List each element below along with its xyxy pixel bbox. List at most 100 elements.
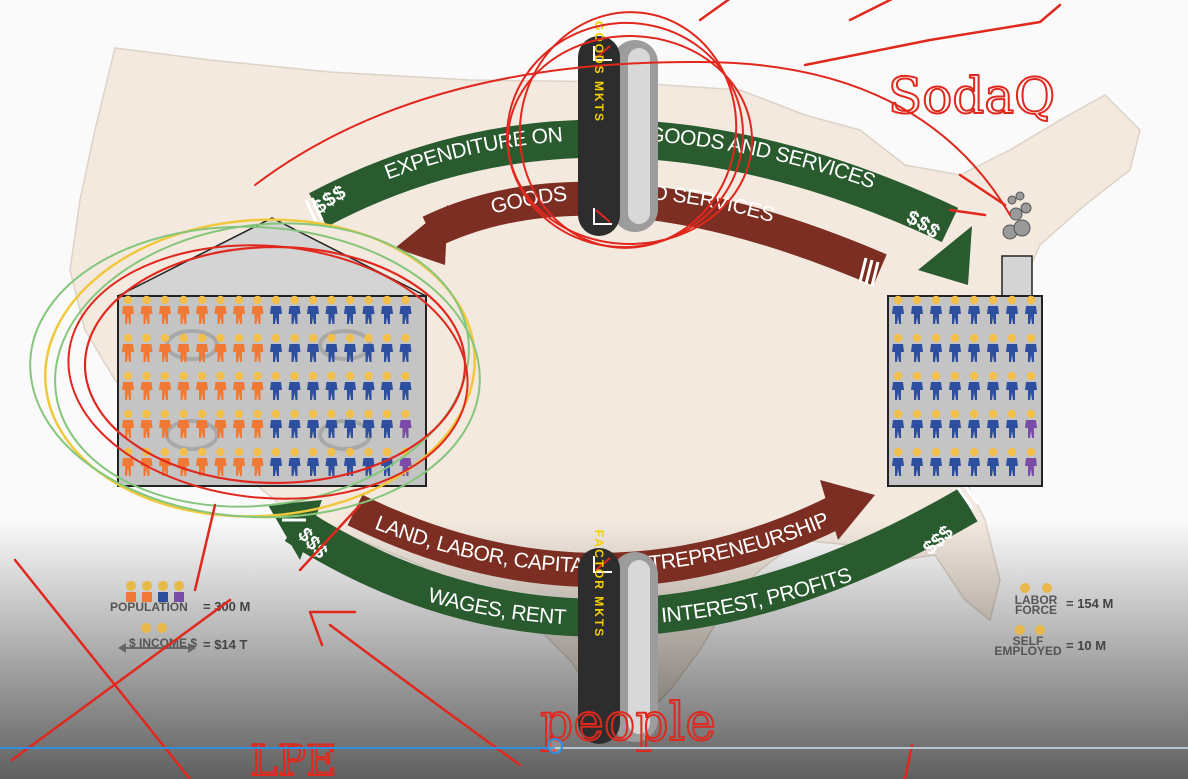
household-person — [140, 371, 153, 400]
household-person — [325, 333, 338, 362]
factors-arrowhead — [820, 480, 875, 540]
firm-worker — [1025, 371, 1037, 400]
household-person — [362, 409, 375, 438]
ink-circle-goods — [506, 11, 753, 249]
household-person — [122, 371, 134, 400]
firm-worker — [930, 447, 942, 476]
household-person — [307, 447, 319, 476]
household-person — [196, 295, 208, 324]
firm-worker — [892, 371, 904, 400]
household-person — [159, 295, 171, 324]
household-person — [325, 447, 338, 476]
firm-worker — [987, 447, 999, 476]
household-person — [288, 371, 301, 400]
firm-worker — [949, 295, 961, 324]
household-person — [122, 409, 134, 438]
firm-worker — [968, 447, 980, 476]
firm-worker — [892, 447, 904, 476]
firm-worker — [892, 333, 904, 362]
firm-worker — [911, 409, 923, 438]
scrubber-progress — [0, 747, 555, 749]
household-person — [251, 371, 264, 400]
household-person — [399, 333, 412, 362]
household-person — [307, 409, 319, 438]
income-label: $ INCOME $ — [129, 636, 197, 650]
population-label: POPULATION — [110, 600, 188, 614]
firm-worker — [911, 295, 923, 324]
household-person — [177, 371, 190, 400]
firm-worker — [911, 333, 923, 362]
household-person — [381, 333, 393, 362]
stats-right: LABOR FORCE = 154 M SELF EMPLOYED = 10 M — [994, 583, 1113, 658]
household-person — [325, 371, 338, 400]
ink-circle-households — [29, 218, 481, 519]
self-employed-label-1: SELF — [1013, 634, 1044, 648]
firm-worker — [892, 295, 904, 324]
household-person — [233, 333, 245, 362]
household-person — [325, 295, 338, 324]
household-person — [233, 447, 245, 476]
household-person — [214, 371, 227, 400]
firm-worker — [987, 371, 999, 400]
household-person — [270, 371, 282, 400]
household-person — [251, 409, 264, 438]
firm-worker — [930, 333, 942, 362]
firm-worker — [1006, 333, 1018, 362]
household-person — [177, 333, 190, 362]
ink-sodaq: SodaQ — [888, 67, 1055, 125]
ink-triangle-scribble — [698, 0, 1062, 217]
household-person — [196, 409, 208, 438]
self-employed-icon — [1015, 625, 1045, 635]
firm-worker — [911, 447, 923, 476]
household-person — [251, 295, 264, 324]
household-person — [140, 409, 153, 438]
firm-worker — [968, 295, 980, 324]
firm-worker — [987, 409, 999, 438]
ink-people: people — [540, 693, 716, 753]
household-person — [399, 371, 412, 400]
firms-factory — [887, 191, 1043, 487]
labor-force-value: = 154 M — [1066, 596, 1113, 611]
firm-worker — [911, 371, 923, 400]
household-person — [214, 447, 227, 476]
firm-worker — [1025, 409, 1037, 438]
household-person — [381, 295, 393, 324]
labor-force-label-2: FORCE — [1015, 603, 1057, 617]
factor-mkts-label: FACTOR MKTS — [592, 530, 606, 638]
household-person — [159, 371, 171, 400]
self-employed-value: = 10 M — [1066, 638, 1106, 653]
firm-worker — [968, 371, 980, 400]
firm-worker — [930, 409, 942, 438]
household-person — [362, 371, 375, 400]
labor-force-icon — [1020, 583, 1052, 593]
household-person — [362, 333, 375, 362]
firm-worker — [892, 409, 904, 438]
firm-worker — [1006, 409, 1018, 438]
household-person — [381, 409, 393, 438]
household-person — [399, 409, 412, 438]
firm-worker — [968, 409, 980, 438]
scrubber-handle[interactable] — [546, 738, 563, 754]
household-person — [233, 371, 245, 400]
income-value: = $14 T — [203, 637, 248, 652]
household-person — [159, 409, 171, 438]
ink-lpe: LPE — [250, 736, 337, 779]
firm-workers — [892, 295, 1037, 476]
stats-left: POPULATION = 300 M $ INCOME $ = $14 T — [110, 581, 250, 653]
household-person — [214, 333, 227, 362]
household-person — [344, 333, 356, 362]
household-person — [270, 409, 282, 438]
firm-worker — [949, 333, 961, 362]
household-person — [177, 447, 190, 476]
video-scrubber[interactable] — [0, 738, 1188, 754]
household-person — [344, 371, 356, 400]
household-person — [362, 295, 375, 324]
goods-services-arrowhead — [395, 205, 448, 265]
self-employed-label-2: EMPLOYED — [994, 644, 1062, 658]
household-person — [270, 333, 282, 362]
household-person — [325, 409, 338, 438]
ink-annotations: SodaQ people LPE — [10, 0, 1062, 779]
household-people — [122, 295, 412, 476]
firm-worker — [949, 447, 961, 476]
